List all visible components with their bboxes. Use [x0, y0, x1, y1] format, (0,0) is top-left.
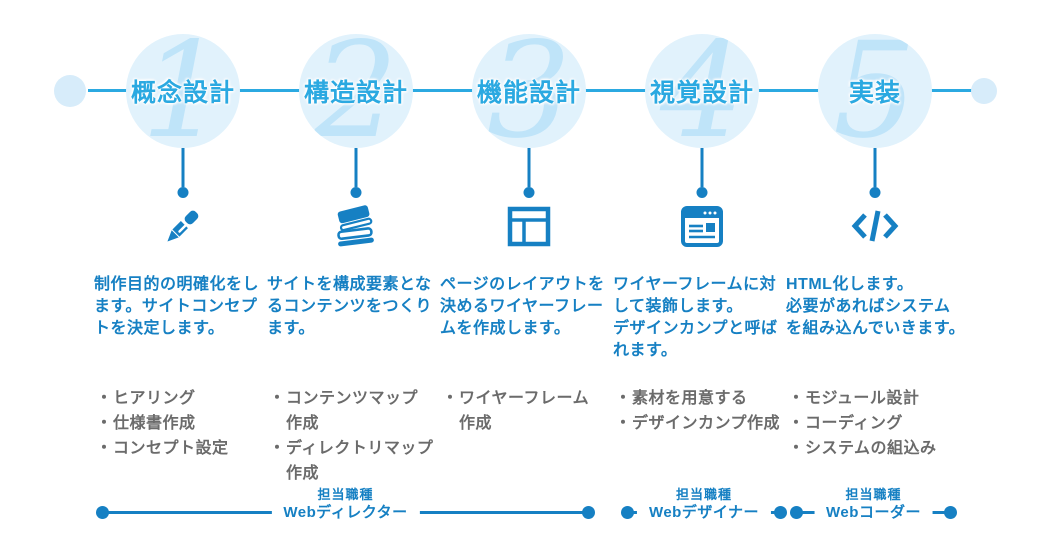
- bullet-marker: ・: [615, 390, 632, 407]
- step-circle: 1 概念設計: [126, 34, 240, 148]
- task-list: ・ワイヤーフレーム 作成: [442, 386, 618, 436]
- stem-line: [181, 148, 185, 187]
- task-list: ・モジュール設計 ・コーディング ・システムの組込み: [788, 386, 964, 461]
- step-description: ページのレイアウトを 決めるワイヤーフレー ムを作成します。: [440, 276, 605, 337]
- role-bar-web-coder: 担当職種 Webコーダー: [790, 485, 957, 530]
- role-text: 担当職種 Webディレクター: [271, 487, 420, 523]
- step-circle: 4 視覚設計: [645, 34, 759, 148]
- step-5-implementation: 5 実装 HTML化します。 必要があればシステム を組み込んでいきます。 ・モ…: [786, 34, 965, 530]
- task-item: ・仕様書作成: [96, 411, 272, 436]
- task-item: ・ワイヤーフレーム 作成: [442, 386, 618, 436]
- bullet-marker: ・: [96, 440, 113, 457]
- step-3-function-design: 3 機能設計 ページのレイアウトを 決めるワイヤーフレー ムを作成します。 ・ワ…: [440, 34, 618, 530]
- books-icon: [332, 202, 380, 250]
- bullet-marker: ・: [788, 440, 805, 457]
- role-dot-right: [582, 506, 595, 519]
- step-circle: 5 実装: [818, 34, 932, 148]
- pen-icon: [159, 202, 207, 250]
- bullet-marker: ・: [615, 415, 632, 432]
- stem-line: [700, 148, 704, 187]
- stem-line: [527, 148, 531, 187]
- role-text: 担当職種 Webコーダー: [814, 487, 933, 523]
- step-number: 2: [314, 34, 398, 148]
- stem-dot: [523, 187, 535, 198]
- role-name: Webデザイナー: [648, 504, 760, 521]
- stem-line: [873, 148, 877, 187]
- step-number: 5: [833, 34, 917, 148]
- task-list: ・素材を用意する ・デザインカンプ作成: [615, 386, 791, 436]
- role-name: Webコーダー: [826, 504, 921, 521]
- task-item: ・システムの組込み: [788, 436, 964, 461]
- flow-start-dot: [54, 75, 86, 107]
- stem-dot: [696, 187, 708, 198]
- role-dot-right: [944, 506, 957, 519]
- task-item: ・モジュール設計: [788, 386, 964, 411]
- step-2-structure-design: 2 構造設計 サイトを構成要素とな るコンテンツをつくり ます。 ・コンテンツマ…: [267, 34, 445, 530]
- code-icon: [851, 202, 899, 250]
- role-bar-web-designer: 担当職種 Webデザイナー: [621, 485, 787, 530]
- step-1-concept-design: 1 概念設計 制作目的の明確化をし ます。サイトコンセプ トを決定します。 ・ヒ…: [94, 34, 272, 530]
- task-list: ・ヒアリング ・仕様書作成 ・コンセプト設定: [96, 386, 272, 461]
- step-4-visual-design: 4 視覚設計 ワイヤーフレームに対 して装飾します。 デザインカンプと呼ば れま…: [613, 34, 791, 530]
- task-item: ・ディレクトリマップ 作成: [269, 436, 445, 486]
- flow-end-dot: [971, 78, 997, 104]
- stem-dot: [350, 187, 362, 198]
- wireframe-icon: [505, 202, 553, 250]
- role-label: 担当職種: [845, 487, 902, 502]
- task-item: ・ヒアリング: [96, 386, 272, 411]
- bullet-marker: ・: [96, 415, 113, 432]
- bullet-marker: ・: [269, 440, 286, 457]
- role-text: 担当職種 Webデザイナー: [636, 487, 772, 523]
- step-title: 概念設計: [130, 79, 235, 107]
- step-title: 視覚設計: [649, 79, 754, 107]
- bullet-marker: ・: [788, 390, 805, 407]
- step-circle: 2 構造設計: [299, 34, 413, 148]
- task-item: ・コーディング: [788, 411, 964, 436]
- step-title: 機能設計: [476, 79, 581, 107]
- design-comp-icon: [678, 202, 726, 250]
- stem-dot: [869, 187, 881, 198]
- step-title: 実装: [848, 79, 901, 107]
- step-description: サイトを構成要素とな るコンテンツをつくり ます。: [267, 276, 433, 337]
- role-label: 担当職種: [675, 487, 732, 502]
- step-number: 4: [660, 34, 744, 148]
- task-item: ・コンテンツマップ 作成: [269, 386, 445, 436]
- bullet-marker: ・: [96, 390, 113, 407]
- task-list: ・コンテンツマップ 作成 ・ディレクトリマップ 作成: [269, 386, 445, 486]
- step-number: 1: [141, 34, 225, 148]
- bullet-marker: ・: [269, 390, 286, 407]
- step-description: ワイヤーフレームに対 して装飾します。 デザインカンプと呼ば れます。: [613, 276, 778, 359]
- step-circle: 3 機能設計: [472, 34, 586, 148]
- stem-line: [354, 148, 358, 187]
- task-item: ・素材を用意する: [615, 386, 791, 411]
- task-item: ・コンセプト設定: [96, 436, 272, 461]
- bullet-marker: ・: [442, 390, 459, 407]
- role-label: 担当職種: [317, 487, 374, 502]
- step-title: 構造設計: [303, 79, 408, 107]
- role-bar-web-director: 担当職種 Webディレクター: [96, 485, 595, 530]
- step-description: 制作目的の明確化をし ます。サイトコンセプ トを決定します。: [94, 276, 260, 337]
- role-dot-right: [774, 506, 787, 519]
- role-name: Webディレクター: [283, 504, 408, 521]
- step-description: HTML化します。 必要があればシステム を組み込んでいきます。: [786, 276, 966, 337]
- task-item: ・デザインカンプ作成: [615, 411, 791, 436]
- bullet-marker: ・: [788, 415, 805, 432]
- stem-dot: [177, 187, 189, 198]
- step-number: 3: [487, 34, 571, 148]
